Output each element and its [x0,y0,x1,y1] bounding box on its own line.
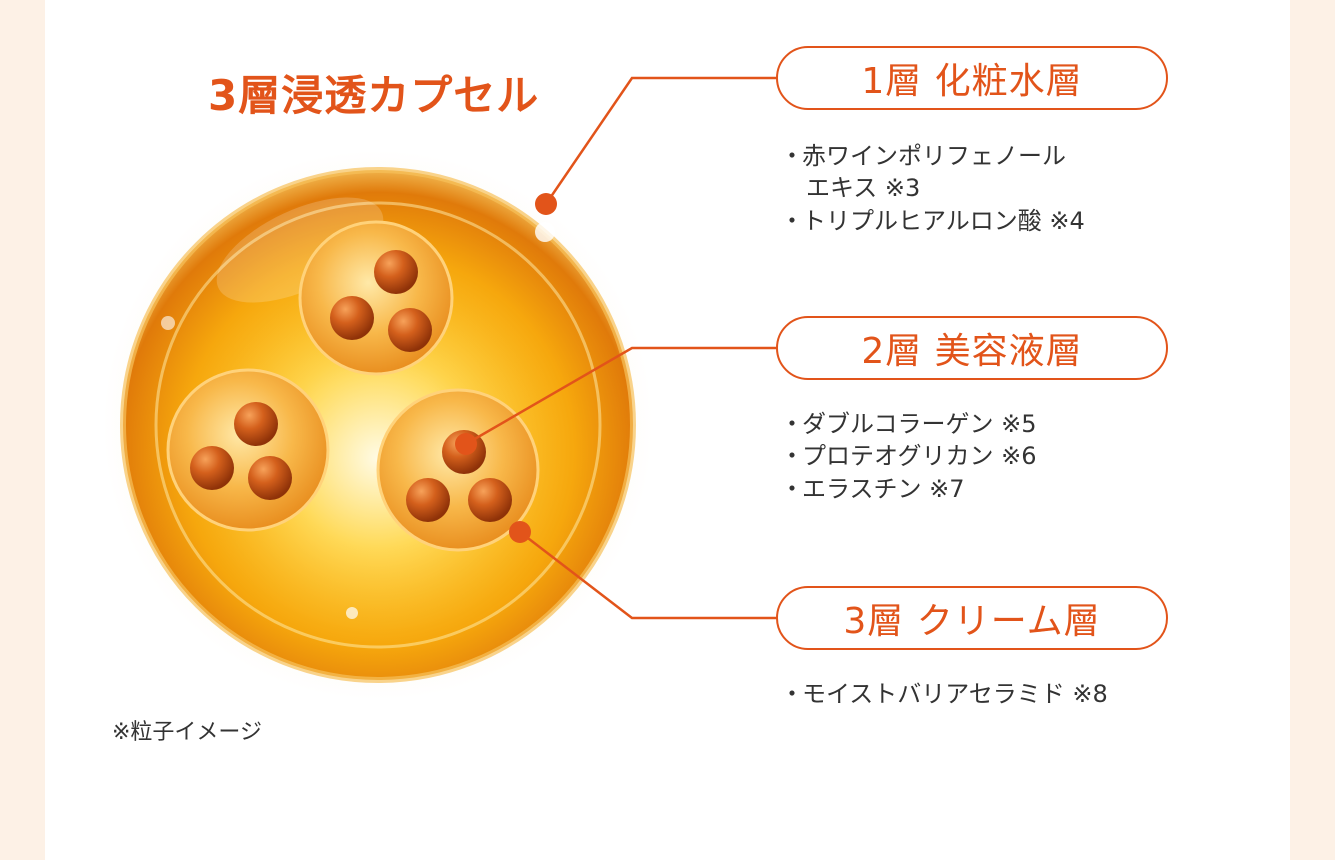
list-item: モイストバリアセラミド ※8 [780,678,1108,711]
marker-dot-layer-2 [455,433,477,455]
list-item: ダブルコラーゲン ※5 [780,408,1037,441]
leader-lines [465,76,778,620]
list-item: 赤ワインポリフェノール エキス ※3 [780,140,1085,205]
marker-dot-layer-1 [535,193,557,215]
layer-3-label: 3層 クリーム層 [776,586,1168,650]
sub-capsule-left [166,368,330,532]
leader-line-layer-2 [465,346,778,446]
sub-capsule-top [298,220,454,376]
layer-2-label: 2層 美容液層 [776,316,1168,380]
layer-1-ingredients: 赤ワインポリフェノール エキス ※3 トリプルヒアルロン酸 ※4 [780,140,1085,238]
layer-1-label: 1層 化粧水層 [776,46,1168,110]
leader-line-layer-3 [519,531,778,620]
list-item: エラスチン ※7 [780,473,1037,506]
layer-2-ingredients: ダブルコラーゲン ※5 プロテオグリカン ※6 エラスチン ※7 [780,408,1037,506]
list-item: トリプルヒアルロン酸 ※4 [780,205,1085,238]
list-item: プロテオグリカン ※6 [780,440,1037,473]
image-note: ※粒子イメージ [112,720,262,745]
marker-dot-layer-3 [509,521,531,543]
diagram-title: 3層浸透カプセル [208,71,540,120]
leader-line-layer-1 [544,76,778,205]
layer-3-ingredients: モイストバリアセラミド ※8 [780,678,1108,711]
